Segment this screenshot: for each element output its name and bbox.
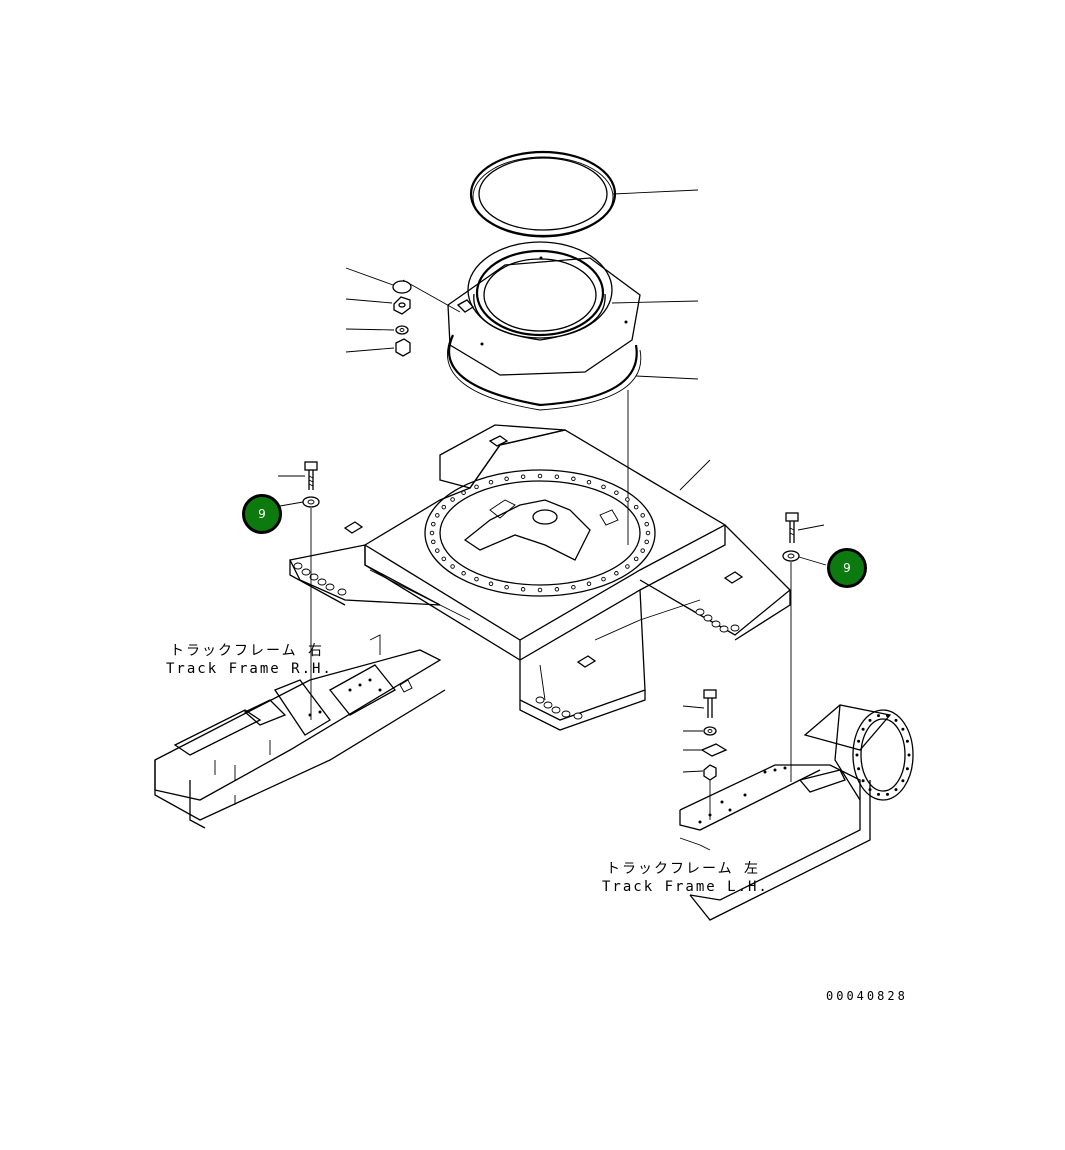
- ring-bolt-hole: [441, 556, 447, 562]
- hardware-stack-right: [700, 689, 728, 781]
- swing-circle-mount: [424, 469, 656, 597]
- sprocket-bolt-hole: [886, 714, 889, 718]
- ring-bolt-hole: [461, 571, 466, 576]
- leader-line: [345, 298, 393, 304]
- sprocket-bolt-hole: [857, 739, 861, 743]
- track-frame-lh-label-jp: トラックフレーム 左: [606, 861, 761, 877]
- ring-bolt-hole: [435, 513, 440, 518]
- ring-bolt-hole: [461, 490, 466, 495]
- leader-line: [279, 501, 304, 507]
- ring-bolt-hole: [586, 581, 592, 587]
- sprocket-bolt-hole: [877, 792, 880, 796]
- sprocket-bolt-hole: [868, 788, 872, 792]
- dust-seal-band: [446, 334, 642, 411]
- track-frame-rh: [154, 634, 446, 829]
- callout-part-9-right[interactable]: 9: [827, 548, 867, 588]
- ring-bolt-hole: [633, 556, 639, 562]
- ring-bolt-hole: [488, 581, 494, 587]
- ring-bolt-hole: [504, 584, 509, 590]
- leader-line: [797, 524, 825, 531]
- sprocket-bolt-hole: [868, 718, 872, 722]
- rail-bolt-holes-front: [535, 696, 583, 720]
- ring-bolt-hole: [537, 587, 543, 593]
- ring-bolt-hole: [601, 484, 606, 490]
- track-frame-rh-label-jp: トラックフレーム 右: [170, 643, 325, 659]
- ring-bolt-hole: [640, 548, 645, 553]
- ring-bolt-hole: [504, 476, 509, 482]
- sprocket-bolt-hole: [861, 727, 865, 731]
- ring-bolt-hole: [644, 521, 649, 527]
- ring-bolt-hole: [614, 571, 619, 576]
- track-frame-rh-label-en: Track Frame R.H.: [166, 661, 333, 677]
- sprocket-bolt-hole: [905, 767, 909, 771]
- ring-bolt-hole: [431, 521, 436, 527]
- sprocket-bolt-holes: [855, 714, 911, 796]
- leader-line: [345, 267, 394, 286]
- sprocket-bolt-hole: [861, 779, 865, 783]
- bolt-right: [785, 512, 799, 543]
- ring-bolt-hole: [625, 564, 630, 569]
- sprocket-bolt-hole: [894, 718, 898, 722]
- ring-bolt-hole: [435, 548, 440, 553]
- sprocket-bolt-hole: [901, 779, 905, 783]
- rail-bolt-holes-right: [695, 608, 740, 633]
- sprocket-bolt-hole: [907, 753, 911, 757]
- ring-bolt-hole: [488, 479, 494, 485]
- ring-bolt-hole: [601, 576, 606, 582]
- sprocket-bolt-hole: [886, 792, 889, 796]
- ring-bolt-hole: [450, 497, 455, 502]
- leader-line: [682, 770, 704, 773]
- ring-bolt-hole: [450, 564, 455, 569]
- ring-bolt-hole: [554, 474, 560, 479]
- ring-bolt-hole: [441, 504, 447, 510]
- center-frame: [289, 424, 791, 731]
- ring-bolt-hole: [520, 587, 526, 592]
- ring-bolt-hole: [429, 530, 435, 536]
- track-frame-lh-label-en: Track Frame L.H.: [602, 879, 769, 895]
- ring-bolt-hole: [431, 539, 436, 545]
- leader-line: [612, 189, 699, 195]
- ring-bolt-hole: [571, 584, 576, 590]
- ring-bolt-hole: [625, 497, 630, 502]
- hardware-stack-left: [392, 280, 412, 357]
- ring-bolt-hole: [554, 587, 560, 592]
- leader-line: [798, 556, 827, 566]
- swing-bearing-cover: [447, 241, 641, 376]
- sprocket-bolt-hole: [905, 739, 909, 743]
- bolt-left: [304, 461, 318, 490]
- track-frame-lh: [679, 704, 914, 921]
- leader-line: [682, 705, 705, 709]
- ring-bolt-hole: [614, 490, 619, 495]
- leader-line: [679, 459, 711, 491]
- ring-bolt-hole: [633, 504, 639, 510]
- leader-line: [611, 300, 699, 304]
- ring-bolt-hole: [640, 513, 645, 518]
- leader-line: [345, 328, 395, 331]
- drawing-number: 00040828: [826, 989, 908, 1003]
- sprocket-bolt-hole: [857, 767, 861, 771]
- leader-line: [635, 375, 699, 380]
- ring-bolt-hole: [644, 539, 649, 545]
- seal-ring: [469, 150, 617, 238]
- washer-left: [302, 496, 320, 508]
- ring-bolt-hole: [474, 576, 479, 582]
- ring-bolt-hole: [571, 476, 576, 482]
- ring-bolt-hole: [645, 530, 651, 536]
- rail-bolt-holes-left: [293, 562, 347, 596]
- ring-bolt-hole: [520, 474, 526, 479]
- ring-bolt-hole: [586, 479, 592, 485]
- ring-bolt-holes: [429, 473, 651, 593]
- sprocket-bolt-hole: [877, 714, 880, 718]
- sprocket-bolt-hole: [855, 753, 859, 757]
- leader-line: [345, 347, 395, 353]
- sprocket-bolt-hole: [901, 727, 905, 731]
- ring-bolt-hole: [537, 473, 543, 479]
- sprocket-bolt-hole: [894, 788, 898, 792]
- callout-part-9-left[interactable]: 9: [242, 494, 282, 534]
- washer-right: [782, 550, 800, 562]
- ring-bolt-hole: [474, 484, 479, 490]
- leader-line: [402, 279, 461, 313]
